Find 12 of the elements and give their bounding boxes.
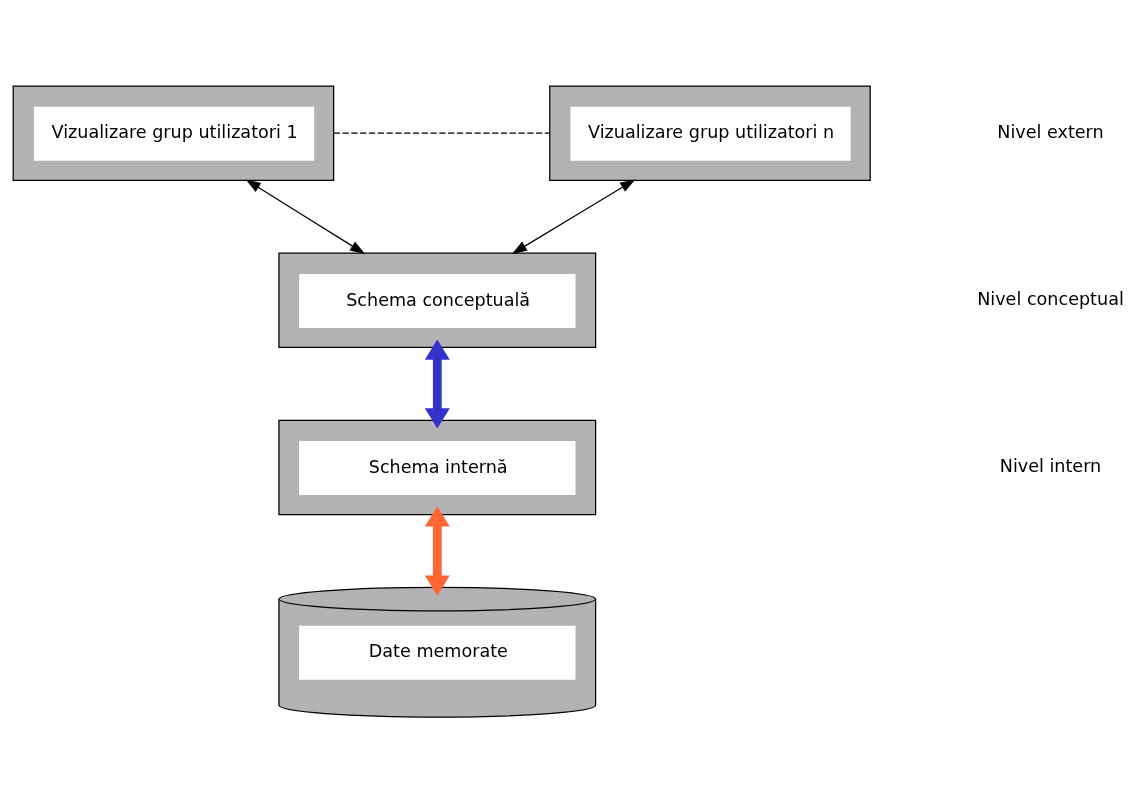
node-box: Schema conceptuală [278,252,597,348]
label: Nivel intern [999,455,1102,476]
connector [333,132,551,134]
label: Nivel conceptual [977,288,1124,309]
arrow [245,178,366,254]
label: Nivel extern [997,121,1104,142]
node-box: Vizualizare grup utilizatori n [549,84,871,181]
arrow [511,179,636,254]
arrow [424,505,450,596]
arrow [424,338,450,429]
node-box: Vizualizare grup utilizatori 1 [12,84,335,181]
node-box: Schema internă [278,419,597,515]
